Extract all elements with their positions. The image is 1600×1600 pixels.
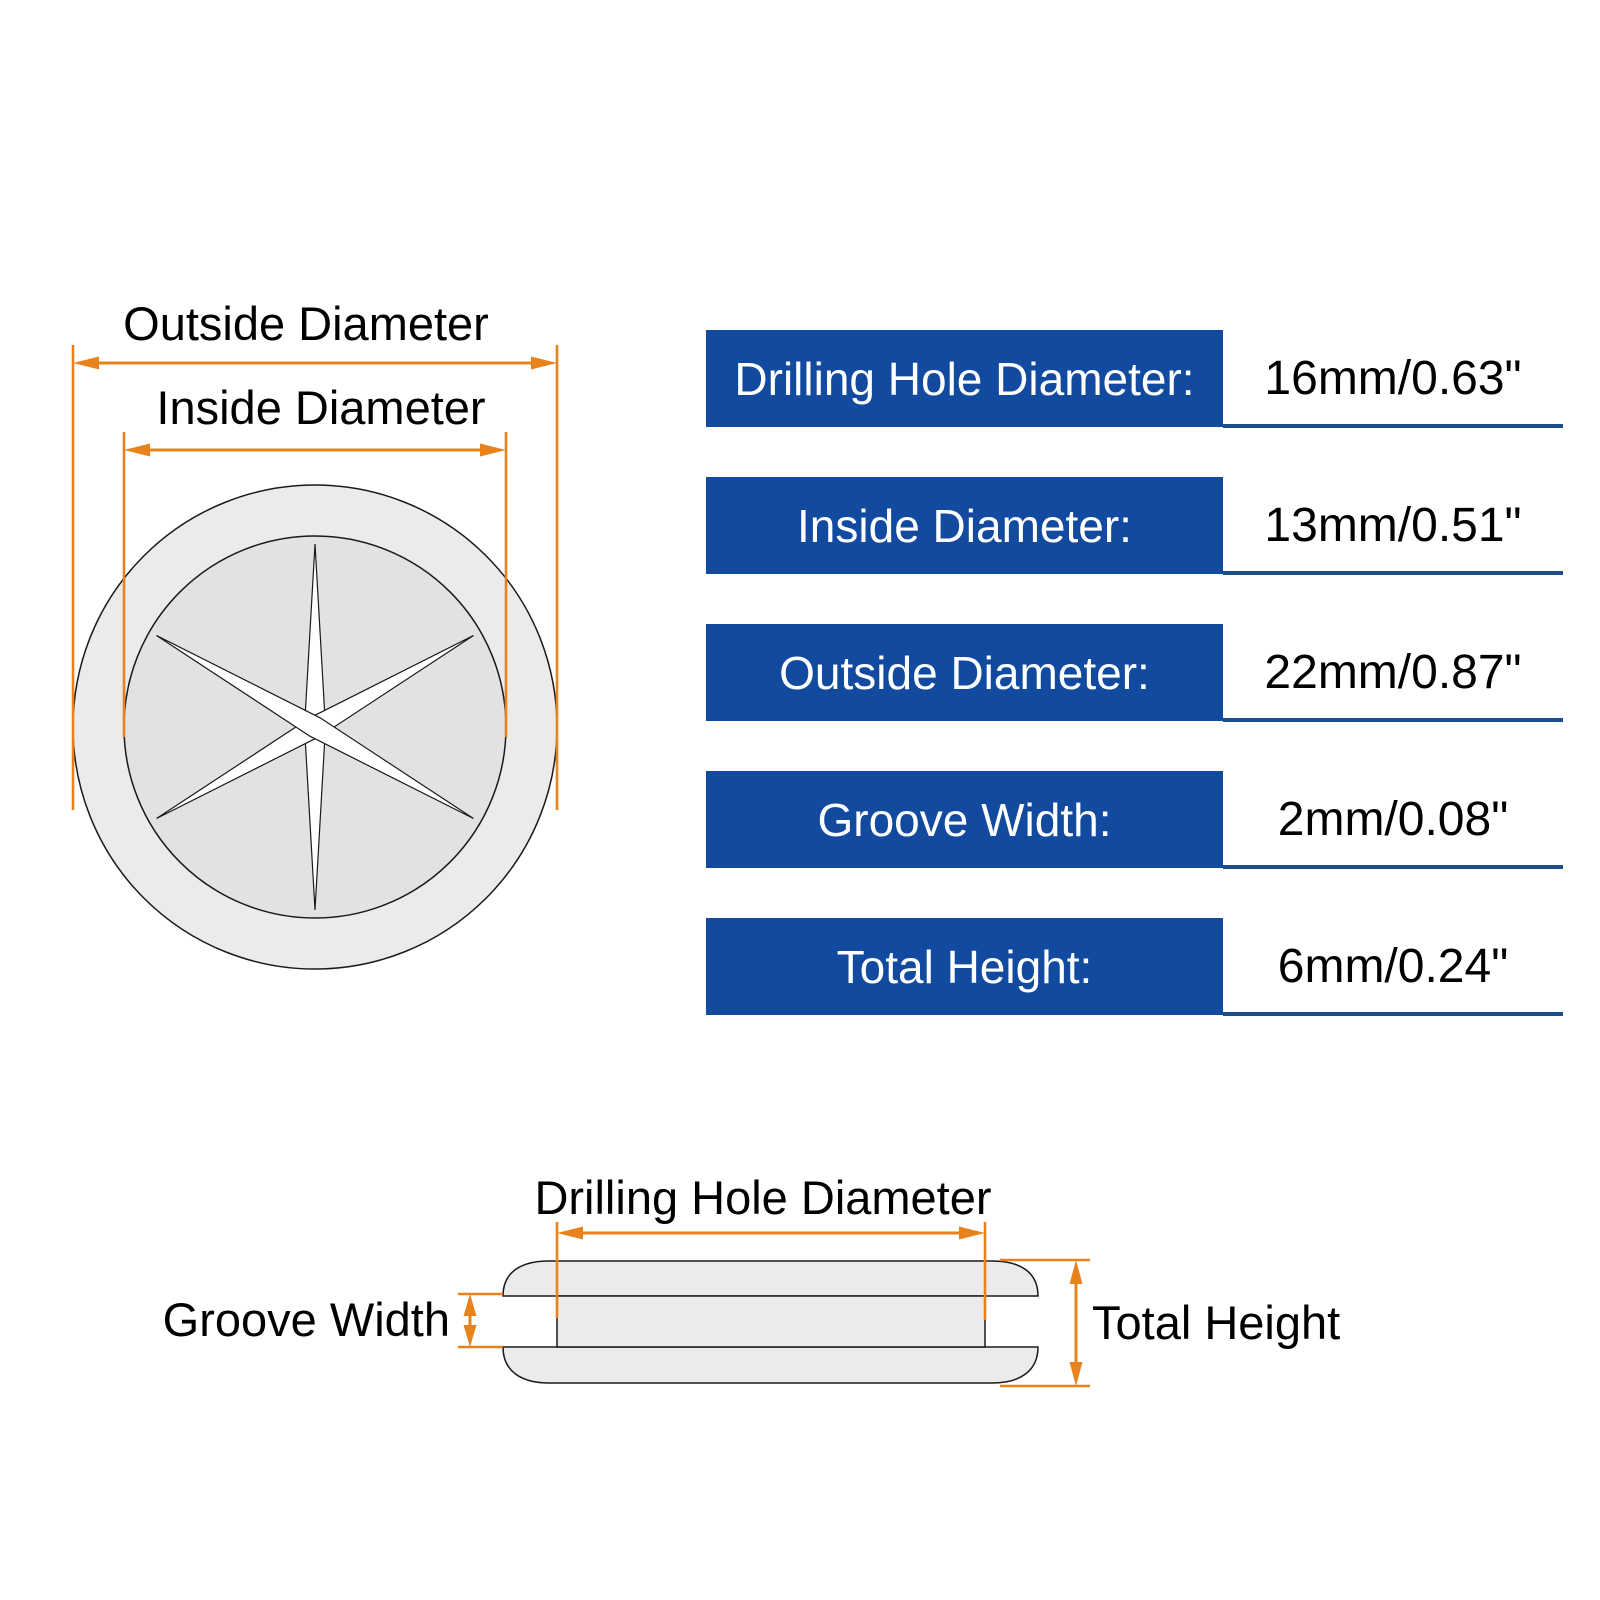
- outside-diameter-label: Outside Diameter: [123, 297, 489, 350]
- bottom-flange: [502, 1346, 1039, 1384]
- spec-value: 16mm/0.63": [1264, 352, 1522, 405]
- spec-row-drilling-hole-diameter: Drilling Hole Diameter: 16mm/0.63": [0, 330, 1600, 428]
- spec-label-bar: Drilling Hole Diameter:: [706, 330, 1223, 427]
- spec-value: 6mm/0.24": [1277, 940, 1509, 993]
- arrowhead-down: [463, 1325, 477, 1347]
- row-underline: [1223, 1012, 1563, 1016]
- inside-diameter-dimension: Inside Diameter: [122, 381, 508, 737]
- spec-label: Outside Diameter:: [779, 646, 1150, 699]
- arrowhead-down: [1069, 1362, 1083, 1386]
- arrowhead-left: [73, 356, 99, 370]
- arrowhead-right: [959, 1226, 985, 1240]
- side-view-drawing: Drilling Hole Diameter Groove Width Tota…: [163, 1171, 1340, 1388]
- membrane-slit-star: [156, 543, 474, 911]
- arrowhead-up: [463, 1294, 477, 1316]
- spec-value: 2mm/0.08": [1277, 793, 1509, 846]
- top-flange: [502, 1260, 1039, 1297]
- spec-label-bar: Groove Width:: [706, 771, 1223, 868]
- outside-diameter-dimension: Outside Diameter: [71, 297, 559, 810]
- groove-width-label: Groove Width: [163, 1293, 450, 1346]
- arrowhead-right: [531, 356, 557, 370]
- top-view-drawing: Outside Diameter Inside Diameter: [71, 297, 559, 970]
- arrowhead-left: [124, 443, 150, 457]
- row-underline: [1223, 571, 1563, 575]
- spec-label: Total Height:: [836, 940, 1093, 993]
- drilling-hole-diameter-label: Drilling Hole Diameter: [534, 1171, 991, 1224]
- arrowhead-up: [1069, 1260, 1083, 1284]
- spec-row-outside-diameter: Outside Diameter: 22mm/0.87": [0, 624, 1600, 722]
- spec-label: Drilling Hole Diameter:: [734, 352, 1195, 405]
- spec-value: 22mm/0.87": [1264, 646, 1522, 699]
- spec-value: 13mm/0.51": [1264, 499, 1522, 552]
- arrowhead-right: [480, 443, 506, 457]
- spec-label-bar: Inside Diameter:: [706, 477, 1223, 574]
- row-underline: [1223, 424, 1563, 428]
- spec-label-bar: Total Height:: [706, 918, 1223, 1015]
- groove-width-dimension: Groove Width: [163, 1292, 503, 1349]
- row-underline: [1223, 718, 1563, 722]
- spec-row-inside-diameter: Inside Diameter: 13mm/0.51": [0, 477, 1600, 575]
- total-height-dimension: Total Height: [1000, 1258, 1340, 1388]
- slit-diagonal-2: [156, 634, 474, 820]
- spec-label: Inside Diameter:: [797, 499, 1132, 552]
- spec-row-total-height: Total Height: 6mm/0.24": [0, 918, 1600, 1016]
- drilling-hole-diameter-dimension: Drilling Hole Diameter: [534, 1171, 992, 1320]
- spec-label: Groove Width:: [817, 793, 1112, 846]
- spec-row-groove-width: Groove Width: 2mm/0.08": [0, 771, 1600, 869]
- arrowhead-left: [557, 1226, 583, 1240]
- total-height-label: Total Height: [1092, 1296, 1340, 1349]
- inside-diameter-label: Inside Diameter: [156, 381, 485, 434]
- groove-body: [556, 1295, 986, 1348]
- spec-label-bar: Outside Diameter:: [706, 624, 1223, 721]
- row-underline: [1223, 865, 1563, 869]
